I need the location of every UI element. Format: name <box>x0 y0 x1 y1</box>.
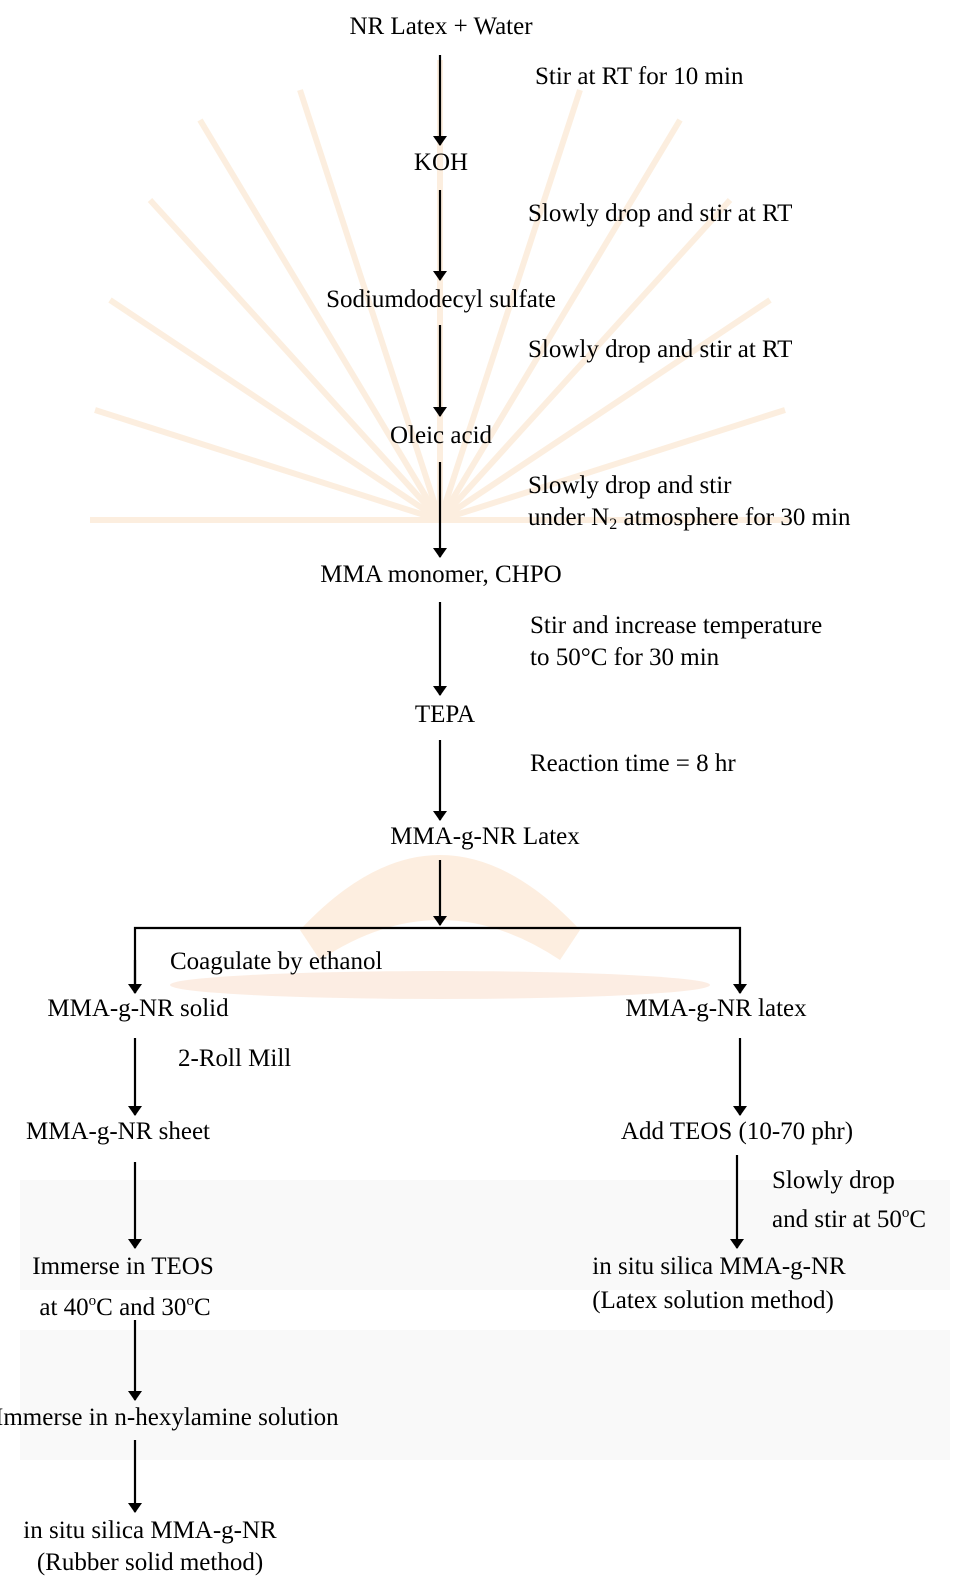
node-mma-g-nr-solid: MMA-g-NR solid <box>47 995 229 1022</box>
node-add-teos: Add TEOS (10-70 phr) <box>620 1118 854 1145</box>
step-reaction-time: Reaction time = 8 hr <box>530 750 736 777</box>
node-latex-solution-result-line2: (Latex solution method) <box>592 1287 834 1314</box>
step-slowly-drop-1: Slowly drop and stir at RT <box>528 200 793 227</box>
node-oleic-acid: Oleic acid <box>389 422 493 449</box>
node-immerse-n-hexylamine: Immerse in n-hexylamine solution <box>0 1404 339 1431</box>
node-immerse-teos-line1: Immerse in TEOS <box>32 1253 214 1280</box>
node-mma-monomer-chpo: MMA monomer, CHPO <box>320 561 562 588</box>
step-slowly-drop-3-line1: Slowly drop and stir <box>528 472 732 499</box>
node-tepa: TEPA <box>414 701 476 728</box>
node-rubber-solid-result-line1: in situ silica MMA-g-NR <box>23 1517 277 1544</box>
node-nr-latex-water: NR Latex + Water <box>349 13 533 40</box>
node-latex-solution-result-line1: in situ silica MMA-g-NR <box>592 1253 846 1280</box>
step-slowly-drop-3-line2: under N2 atmosphere for 30 min <box>528 504 851 533</box>
node-mma-g-nr-latex-right: MMA-g-NR latex <box>625 995 807 1022</box>
node-sodiumdodecyl-sulfate: Sodiumdodecyl sulfate <box>326 286 556 313</box>
node-rubber-solid-result-line2: (Rubber solid method) <box>36 1549 264 1576</box>
step-coagulate-ethanol: Coagulate by ethanol <box>170 948 383 975</box>
step-2-roll-mill: 2-Roll Mill <box>178 1045 292 1072</box>
step-right-stir-50c: and stir at 50oC <box>772 1205 927 1233</box>
step-increase-temp-line1: Stir and increase temperature <box>530 612 823 639</box>
step-slowly-drop-2: Slowly drop and stir at RT <box>528 336 793 363</box>
step-increase-temp-line2: to 50°C for 30 min <box>530 644 720 671</box>
step-stir-rt-10min: Stir at RT for 10 min <box>535 63 744 90</box>
node-immerse-teos-line2: at 40oC and 30oC <box>39 1293 211 1321</box>
step-right-slowly-drop: Slowly drop <box>772 1167 895 1194</box>
node-mma-g-nr-latex: MMA-g-NR Latex <box>390 823 580 850</box>
node-koh: KOH <box>413 149 469 176</box>
node-mma-g-nr-sheet: MMA-g-NR sheet <box>25 1118 211 1145</box>
